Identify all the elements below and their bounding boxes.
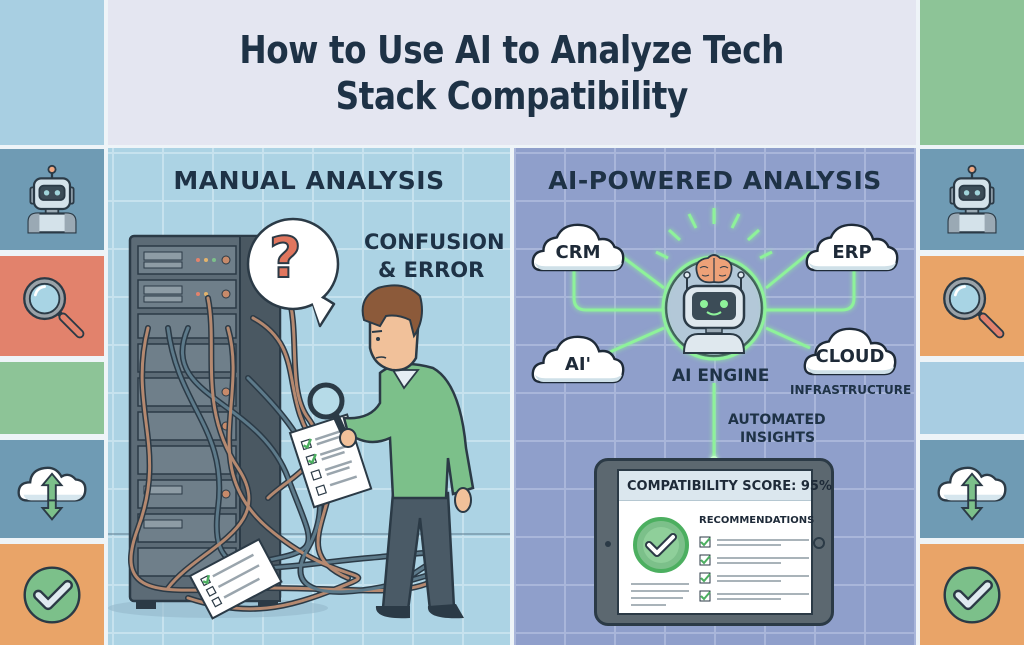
left-tile-magnifier <box>0 256 104 356</box>
check-circle-icon <box>13 556 91 634</box>
left-tile-cloud-sync <box>0 440 104 538</box>
score-header: COMPATIBILITY SCORE: 95% <box>619 471 832 501</box>
robot-icon <box>936 164 1008 236</box>
checkbox-checked-icon <box>699 590 711 602</box>
cloud-crm-label: CRM <box>555 242 601 263</box>
recommendation-item <box>699 533 809 551</box>
right-tile-blank <box>920 362 1024 434</box>
manual-analysis-heading: MANUAL ANALYSIS <box>173 166 445 195</box>
right-tile-check <box>920 544 1024 645</box>
manual-analysis-panel: MANUAL ANALYSIS <box>108 148 510 645</box>
left-tile-blank <box>0 362 104 434</box>
cloud-ai-label: AI' <box>564 354 592 375</box>
recommendation-item <box>699 587 809 605</box>
summary-text-lines <box>631 583 689 606</box>
recommendations-list <box>699 533 809 605</box>
score-check-icon <box>633 517 689 573</box>
compatibility-score: COMPATIBILITY SCORE: 95% <box>627 479 832 494</box>
magnifier-icon <box>935 269 1009 343</box>
question-mark-icon: ? <box>268 225 303 292</box>
tablet-home-button <box>813 537 825 549</box>
cloud-erp-label: ERP <box>832 242 872 263</box>
right-tile-cloud-sync <box>920 440 1024 538</box>
checkbox-checked-icon <box>699 536 711 548</box>
tablet-device: COMPATIBILITY SCORE: 95% RECOMMENDATIONS <box>594 458 834 626</box>
checkbox-checked-icon <box>699 572 711 584</box>
cloud-ai: AI' <box>530 330 626 388</box>
cloud-crm: CRM <box>530 218 626 276</box>
page-title-line-1: How to Use AI to Analyze Tech <box>239 27 785 72</box>
cloud-erp: ERP <box>804 218 900 276</box>
connection-lines <box>572 208 856 464</box>
tablet-screen: COMPATIBILITY SCORE: 95% RECOMMENDATIONS <box>617 469 832 615</box>
ai-powered-analysis-panel: AI-POWERED ANALYSIS <box>514 148 916 645</box>
ai-engine-icon <box>661 254 767 361</box>
manual-analysis-illustration <box>108 217 475 620</box>
right-tile-robot <box>920 149 1024 250</box>
automated-insights-line-2: INSIGHTS <box>740 430 816 446</box>
dropped-checklist-paper <box>188 538 283 620</box>
cloud-infrastructure-label: CLOUD <box>815 346 885 367</box>
cloud-sync-icon <box>14 451 90 527</box>
title-banner: How to Use AI to Analyze Tech Stack Comp… <box>108 0 916 145</box>
magnifier-icon <box>15 269 89 343</box>
person-illustration <box>307 284 475 619</box>
check-circle-icon <box>933 556 1011 634</box>
ai-engine-label: AI ENGINE <box>672 366 770 386</box>
tablet-camera-dot <box>605 541 611 547</box>
top-left-tile <box>0 0 104 145</box>
ai-powered-analysis-heading: AI-POWERED ANALYSIS <box>548 166 882 195</box>
recommendations-heading: RECOMMENDATIONS <box>699 515 815 526</box>
page-title-line-2: Stack Compatibility <box>335 73 689 118</box>
cloud-infrastructure: CLOUD <box>802 322 898 380</box>
recommendation-item <box>699 551 809 569</box>
left-tile-robot <box>0 149 104 250</box>
cloud-sync-icon <box>934 451 1010 527</box>
recommendation-item <box>699 569 809 587</box>
robot-icon <box>16 164 88 236</box>
checkbox-checked-icon <box>699 554 711 566</box>
infrastructure-sublabel: INFRASTRUCTURE <box>790 383 912 397</box>
confusion-label-line-1: CONFUSION <box>364 230 505 254</box>
right-tile-magnifier <box>920 256 1024 356</box>
confusion-label-line-2: & ERROR <box>378 258 485 282</box>
top-right-tile <box>920 0 1024 145</box>
automated-insights-line-1: AUTOMATED <box>728 412 826 428</box>
left-tile-check <box>0 544 104 645</box>
speech-bubble <box>246 217 340 328</box>
